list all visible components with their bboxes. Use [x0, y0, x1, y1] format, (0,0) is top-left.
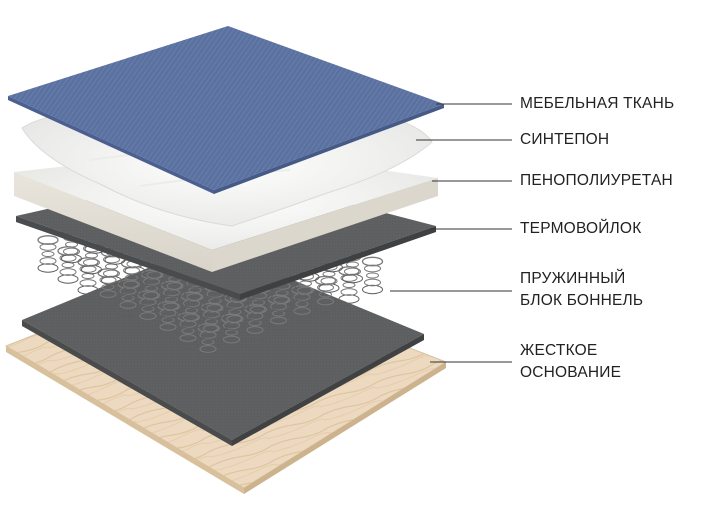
label-springs: ПРУЖИННЫЙ БЛОК БОННЕЛЬ [520, 268, 643, 312]
spring-coil [338, 266, 360, 304]
label-felt: ТЕРМОВОЙЛОК [520, 218, 641, 240]
label-fabric: МЕБЕЛЬНАЯ ТКАНЬ [520, 93, 674, 115]
spring-coil [220, 313, 243, 352]
spring-coil [361, 256, 384, 295]
fabric-layer [8, 26, 444, 194]
spring-coil [177, 312, 199, 350]
label-base: ЖЕСТКОЕ ОСНОВАНИЕ [520, 340, 621, 384]
label-base-line-2: ОСНОВАНИЕ [520, 364, 622, 381]
spring-coil [37, 235, 59, 273]
label-springs-line-2: БЛОК БОННЕЛЬ [520, 292, 644, 309]
label-fabric-line-1: МЕБЕЛЬНАЯ ТКАНЬ [520, 95, 675, 112]
spring-coil [57, 246, 79, 284]
label-sintepon-line-1: СИНТЕПОН [520, 131, 610, 148]
label-base-line-1: ЖЕСТКОЕ [520, 342, 598, 359]
leader-lines [390, 103, 512, 363]
label-ppu-line-1: ПЕНОПОЛИУРЕТАН [520, 172, 673, 189]
label-felt-line-1: ТЕРМОВОЙЛОК [520, 220, 642, 237]
spring-coil [77, 257, 99, 295]
label-springs-line-1: ПРУЖИННЫЙ [520, 270, 626, 287]
label-sintepon: СИНТЕПОН [520, 129, 609, 151]
label-ppu: ПЕНОПОЛИУРЕТАН [520, 170, 673, 192]
